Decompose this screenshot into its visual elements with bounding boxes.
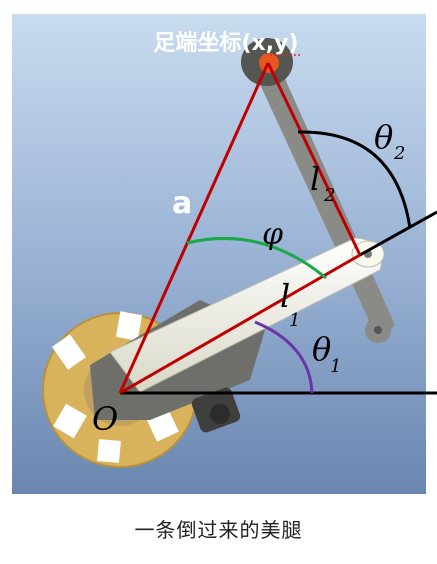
label-theta1-subscript: 1 [330,356,341,377]
label-a: a [172,186,192,221]
label-theta2-subscript: 2 [393,143,405,164]
label-l2: l [310,160,320,198]
figure-caption: 一条倒过来的美腿 [134,518,303,542]
line-l2 [266,62,362,256]
knee-extension-line [359,210,437,257]
phi-arc [186,236,327,280]
line-a [118,62,270,394]
label-theta1: θ [312,330,331,368]
line-l1 [119,253,361,395]
label-theta2: θ [374,118,393,156]
theta2-arc [297,130,412,229]
label-l2-subscript: 2 [323,185,335,206]
label-l1: l [280,277,290,315]
foot-coordinate-title: 足端坐标(x,y) [154,30,299,56]
label-l1-subscript: 1 [289,310,300,331]
label-origin: O [92,400,118,438]
label-phi: φ [262,217,283,252]
theta1-arc [254,320,314,394]
